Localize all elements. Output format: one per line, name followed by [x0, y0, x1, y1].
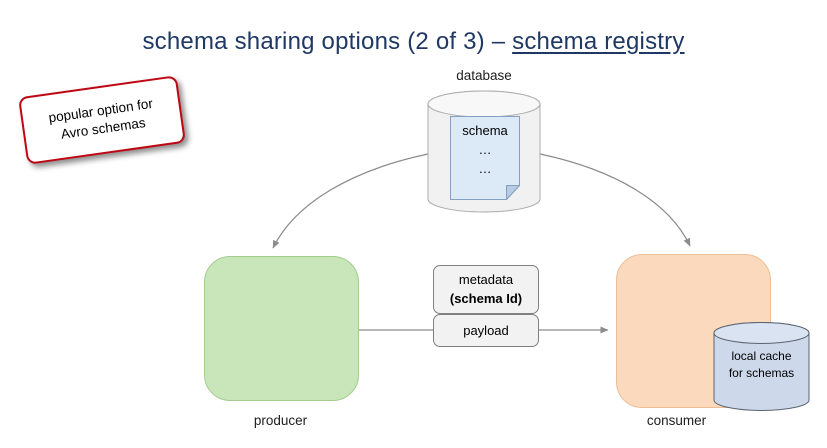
arrow-registry-to-consumer	[539, 153, 691, 247]
cache-cylinder	[713, 322, 810, 411]
metadata-box: metadata (schema Id)	[433, 265, 539, 314]
cache-label: local cache for schemas	[713, 348, 810, 382]
schema-doc-dots1: …	[478, 141, 492, 157]
schema-id-label: (schema Id)	[449, 290, 523, 306]
schema-doc-dots2: …	[478, 160, 492, 176]
payload-box: payload	[433, 314, 539, 347]
page-title: schema sharing options (2 of 3) – schema…	[0, 28, 827, 56]
page-title-emphasis: schema registry	[512, 28, 685, 56]
metadata-label: metadata	[458, 271, 514, 287]
arrow-registry-to-producer	[272, 153, 429, 249]
page-title-prefix: schema sharing options (2 of 3) –	[142, 28, 513, 56]
database-label: database	[456, 68, 512, 83]
schema-doc-title: schema	[462, 123, 508, 138]
schema-doc	[450, 116, 520, 200]
payload-label: payload	[463, 323, 509, 338]
producer-label: producer	[253, 413, 308, 428]
consumer-label: consumer	[646, 413, 707, 428]
producer-box	[204, 256, 359, 401]
cache-label-line1: local cache	[731, 349, 792, 363]
cache-label-line2: for schemas	[728, 365, 795, 380]
schema-doc-text: schema … …	[450, 122, 520, 179]
